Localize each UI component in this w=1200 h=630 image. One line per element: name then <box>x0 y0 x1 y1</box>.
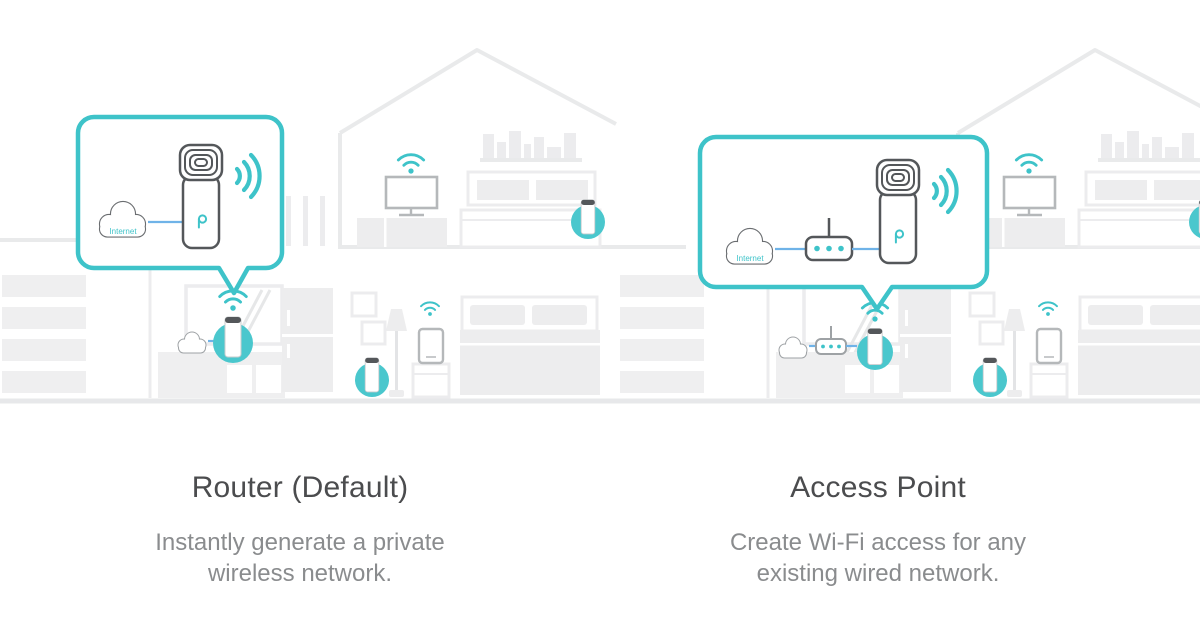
mode-card-access-point[interactable]: Access Point Create Wi-Fi access for any… <box>600 0 1200 630</box>
modem-icon <box>804 218 854 262</box>
internet-cloud-label: Internet <box>736 254 764 263</box>
mode-title-access-point: Access Point <box>790 471 966 504</box>
description-line: wireless network. <box>207 560 393 587</box>
mode-description-router: Instantly generate a private wireless ne… <box>60 527 540 589</box>
mode-title-router: Router (Default) <box>191 471 409 504</box>
internet-cloud-label: Internet <box>109 227 137 236</box>
router-mode-target <box>177 289 254 364</box>
description-line: Instantly generate a private <box>155 529 445 556</box>
mode-card-router[interactable]: Router (Default) Instantly generate a pr… <box>0 0 600 630</box>
speech-bubble <box>75 114 285 296</box>
modem-icon <box>815 326 847 355</box>
description-line: existing wired network. <box>756 560 1000 587</box>
description-line: Create Wi-Fi access for any <box>729 529 1027 556</box>
access-point-mode-target <box>778 301 894 371</box>
access-point-callout: Internet <box>697 134 990 312</box>
mode-description-access-point: Create Wi-Fi access for any existing wir… <box>638 527 1118 589</box>
router-callout: Internet <box>75 114 285 296</box>
